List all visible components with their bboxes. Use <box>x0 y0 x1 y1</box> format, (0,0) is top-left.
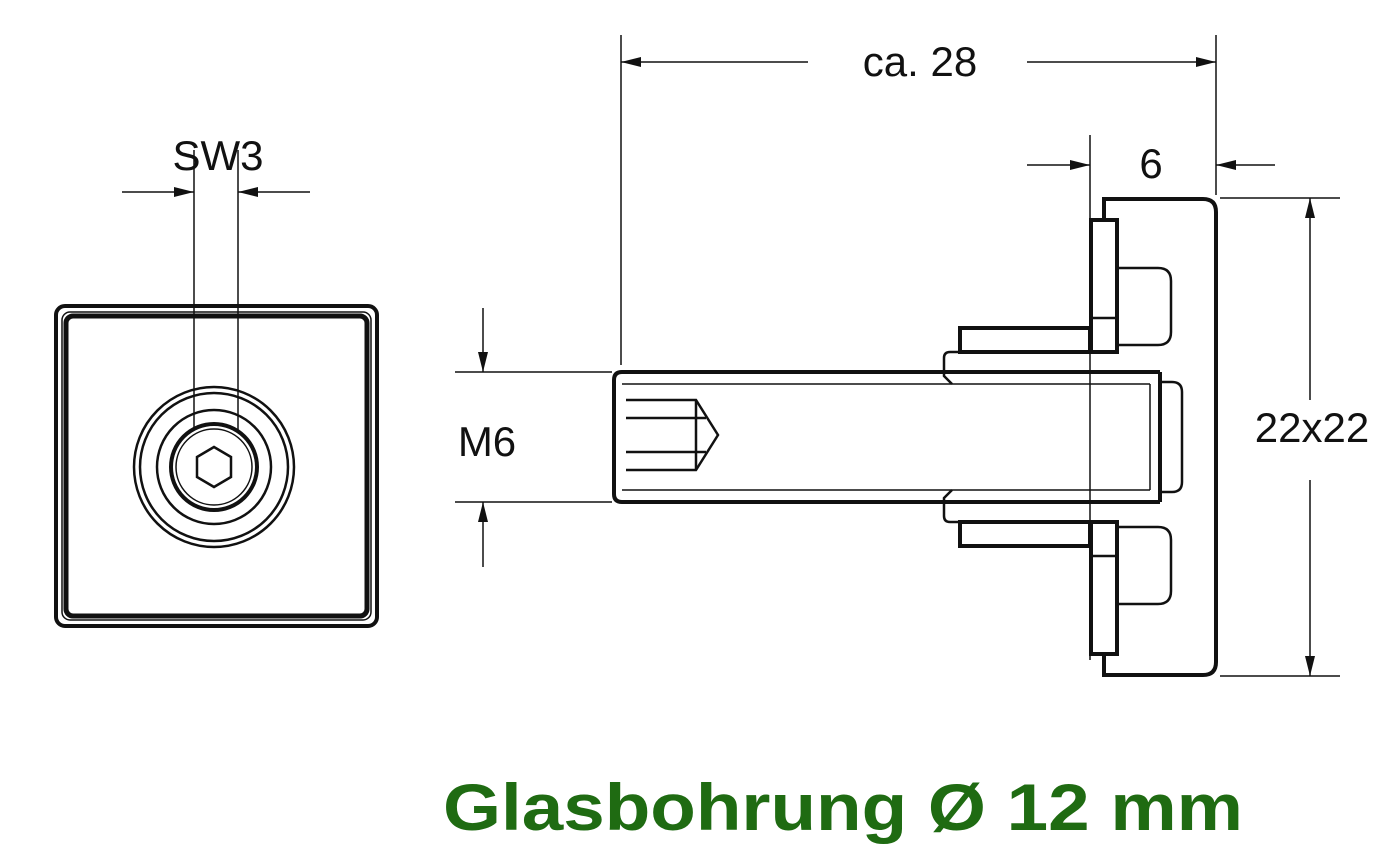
hex-socket-icon <box>195 445 233 489</box>
size-label: 22x22 <box>1255 404 1369 451</box>
cap-width-label: 6 <box>1139 140 1162 187</box>
drawing-title: Glasbohrung Ø 12 mm <box>443 770 1243 844</box>
sw-label: SW3 <box>172 132 263 179</box>
side-view: ca. 28 6 22x22 M6 <box>455 35 1369 677</box>
thread-label: M6 <box>458 418 516 465</box>
front-view: SW3 <box>54 132 379 628</box>
length-label: ca. 28 <box>863 38 977 85</box>
